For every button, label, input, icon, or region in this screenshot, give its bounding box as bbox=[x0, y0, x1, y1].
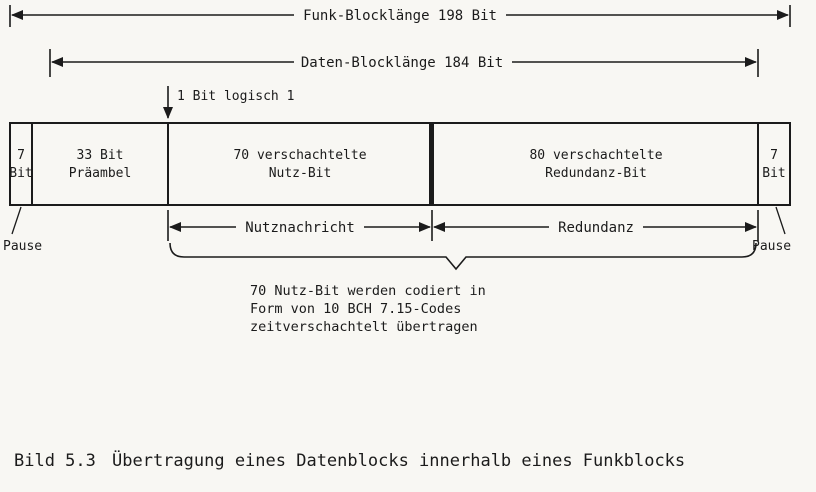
brace bbox=[169, 242, 757, 271]
funk-dimension: Funk-Blocklänge 198 Bit bbox=[9, 5, 791, 27]
nutznachricht-label-bg bbox=[236, 218, 364, 236]
divider-nutz-redundanz-thick bbox=[429, 123, 434, 205]
block-cell-label: Bit bbox=[762, 166, 785, 181]
block-cell-label: 7 bbox=[17, 148, 25, 163]
daten-dimension: Daten-Blocklänge 184 Bit bbox=[49, 49, 759, 77]
block-cell-label: 33 Bit bbox=[77, 148, 124, 163]
funk-dimension-label: Funk-Blocklänge 198 Bit bbox=[303, 8, 497, 24]
data-block: 7 Bit 33 Bit Präambel 70 verschachtelte … bbox=[9, 122, 791, 206]
daten-dimension-label: Daten-Blocklänge 184 Bit bbox=[301, 55, 503, 71]
redundanz-label: Redundanz bbox=[558, 220, 634, 236]
pause-callout-left: Pause bbox=[3, 206, 42, 254]
pause-label-left: Pause bbox=[3, 239, 42, 254]
block-cell-label: 80 verschachtelte bbox=[529, 148, 662, 163]
funk-dimension-label-bg bbox=[294, 5, 506, 24]
block-cell-label: 70 verschachtelte bbox=[233, 148, 366, 163]
redundanz-label-bg bbox=[549, 218, 643, 236]
figure-caption: Bild 5.3 Übertragung eines Datenblocks i… bbox=[14, 449, 685, 471]
pause-label-right: Pause bbox=[752, 239, 791, 254]
data-block-outline bbox=[9, 122, 791, 206]
block-cell-label: Bit bbox=[9, 166, 32, 181]
nutznachricht-label: Nutznachricht bbox=[245, 220, 355, 236]
brace-note-line2: Form von 10 BCH 7.15-Codes bbox=[250, 301, 461, 317]
block-cell-label: Redundanz-Bit bbox=[545, 166, 647, 181]
caption-text: Übertragung eines Datenblocks innerhalb … bbox=[112, 449, 685, 471]
pause-leader-right bbox=[775, 206, 786, 235]
pause-leader-left bbox=[11, 206, 22, 235]
span-arrows: Nutznachricht Redundanz bbox=[167, 210, 759, 241]
one-bit-label: 1 Bit logisch 1 bbox=[177, 89, 294, 104]
daten-dimension-label-bg bbox=[294, 52, 512, 71]
block-cell-label: Präambel bbox=[69, 166, 132, 181]
one-bit-marker: 1 Bit logisch 1 bbox=[163, 86, 294, 119]
block-cell-label: Nutz-Bit bbox=[269, 166, 332, 181]
brace-note: 70 Nutz-Bit werden codiert in Form von 1… bbox=[169, 242, 757, 335]
pause-callout-right: Pause bbox=[752, 206, 791, 254]
brace-note-line3: zeitverschachtelt übertragen bbox=[250, 319, 478, 335]
caption-number: Bild 5.3 bbox=[14, 451, 96, 471]
block-cell-label: 7 bbox=[770, 148, 778, 163]
brace-note-line1: 70 Nutz-Bit werden codiert in bbox=[250, 283, 486, 299]
